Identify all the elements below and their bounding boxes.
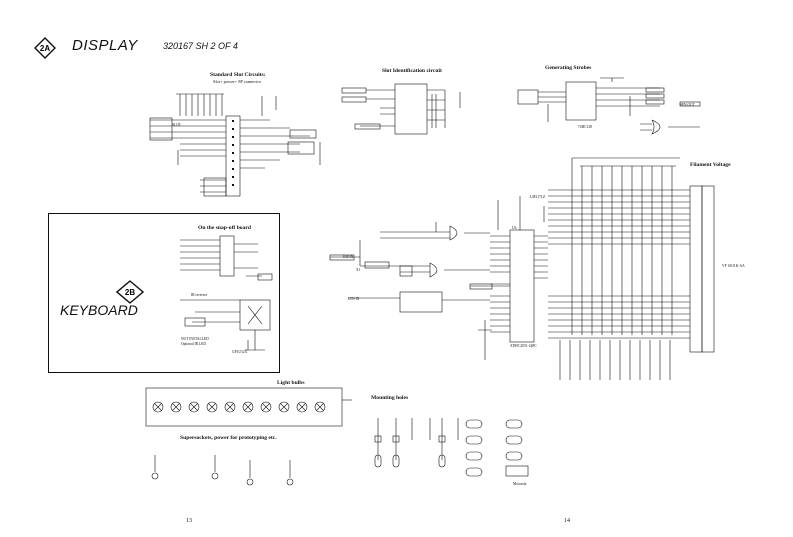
slot-connector-label: SLOT — [172, 123, 181, 127]
mounting-hole-parts — [465, 419, 529, 477]
section-light-bulbs: Light bulbs — [277, 380, 305, 386]
filament-voltage-network — [548, 157, 690, 380]
section-gen-strobes: Generating Strobes — [545, 65, 592, 71]
light-bulbs — [152, 401, 326, 413]
vfd-display-body — [701, 185, 715, 353]
connector-pins — [232, 120, 234, 186]
page-number-right: 14 — [564, 518, 570, 524]
mounting-holes — [374, 418, 459, 468]
ir-module-label: GP1U52X — [232, 350, 248, 354]
section-filament-voltage: Filament Voltage — [690, 162, 731, 168]
light-bulb-board — [145, 387, 343, 427]
section-supersockets: Supersockets, power for prototyping etc. — [180, 435, 277, 441]
mcu-model-label: AT89C2051-24PC — [510, 344, 537, 348]
optional-ir-label: Optional IR LED — [181, 342, 206, 346]
page-number-left: 13 — [186, 518, 192, 524]
sheet-subtitle: 320167 SH 2 OF 4 — [163, 41, 238, 51]
sheet-title: DISPLAY — [72, 37, 138, 54]
keyboard-badge-text: 2B — [125, 288, 135, 297]
slot-ident-ic — [394, 83, 428, 135]
section-slot-ident: Slot Identification circuit — [382, 68, 442, 74]
nand-gate-2-icon — [429, 262, 438, 278]
strobe-ic-label: 74HC138 — [578, 125, 592, 129]
section-standard-slot: Standard Slot Circuits: — [210, 72, 266, 78]
keyboard-badge-icon: 2B — [116, 280, 144, 304]
slot-pull-resistors — [176, 93, 224, 116]
ir-receiver-label: IR receiver — [191, 293, 208, 297]
supersockets — [151, 455, 294, 486]
not-installed-label: NOT INSTALLED — [181, 337, 209, 341]
light-bulb-crosses — [154, 403, 324, 411]
snap-off-connector — [219, 235, 235, 277]
logo-block-label: Motorola — [513, 482, 527, 486]
keyboard-region — [48, 213, 280, 373]
regulator-label: LM317LZ — [530, 195, 546, 199]
sheet-badge-icon: 2A — [34, 37, 56, 59]
display-ref-label: VF 1SO1K-AA — [722, 264, 745, 268]
sheet-badge-text: 2A — [40, 44, 50, 53]
strobe-or-gate-icon — [651, 119, 661, 135]
section-snap-off: On the snap-off board — [198, 225, 251, 231]
mcu-body — [509, 229, 535, 343]
mcu-ref-label: U6 — [512, 226, 517, 230]
spn-out-label: SPN OUT — [680, 103, 695, 107]
section-standard-slot-sub: Slot+ power+ 8P connector — [213, 79, 262, 84]
crystal-label: X1 — [356, 268, 361, 272]
strobe-decoder-ic — [565, 81, 597, 121]
nand-gate-1-icon — [449, 225, 458, 241]
slot-input-labels — [149, 117, 173, 141]
ltn-in-label: LTN IN — [348, 297, 360, 301]
keyboard-label: KEYBOARD — [60, 302, 138, 318]
section-mounting-holes: Mounting holes — [371, 395, 409, 401]
vfd-connector-body — [689, 185, 703, 353]
